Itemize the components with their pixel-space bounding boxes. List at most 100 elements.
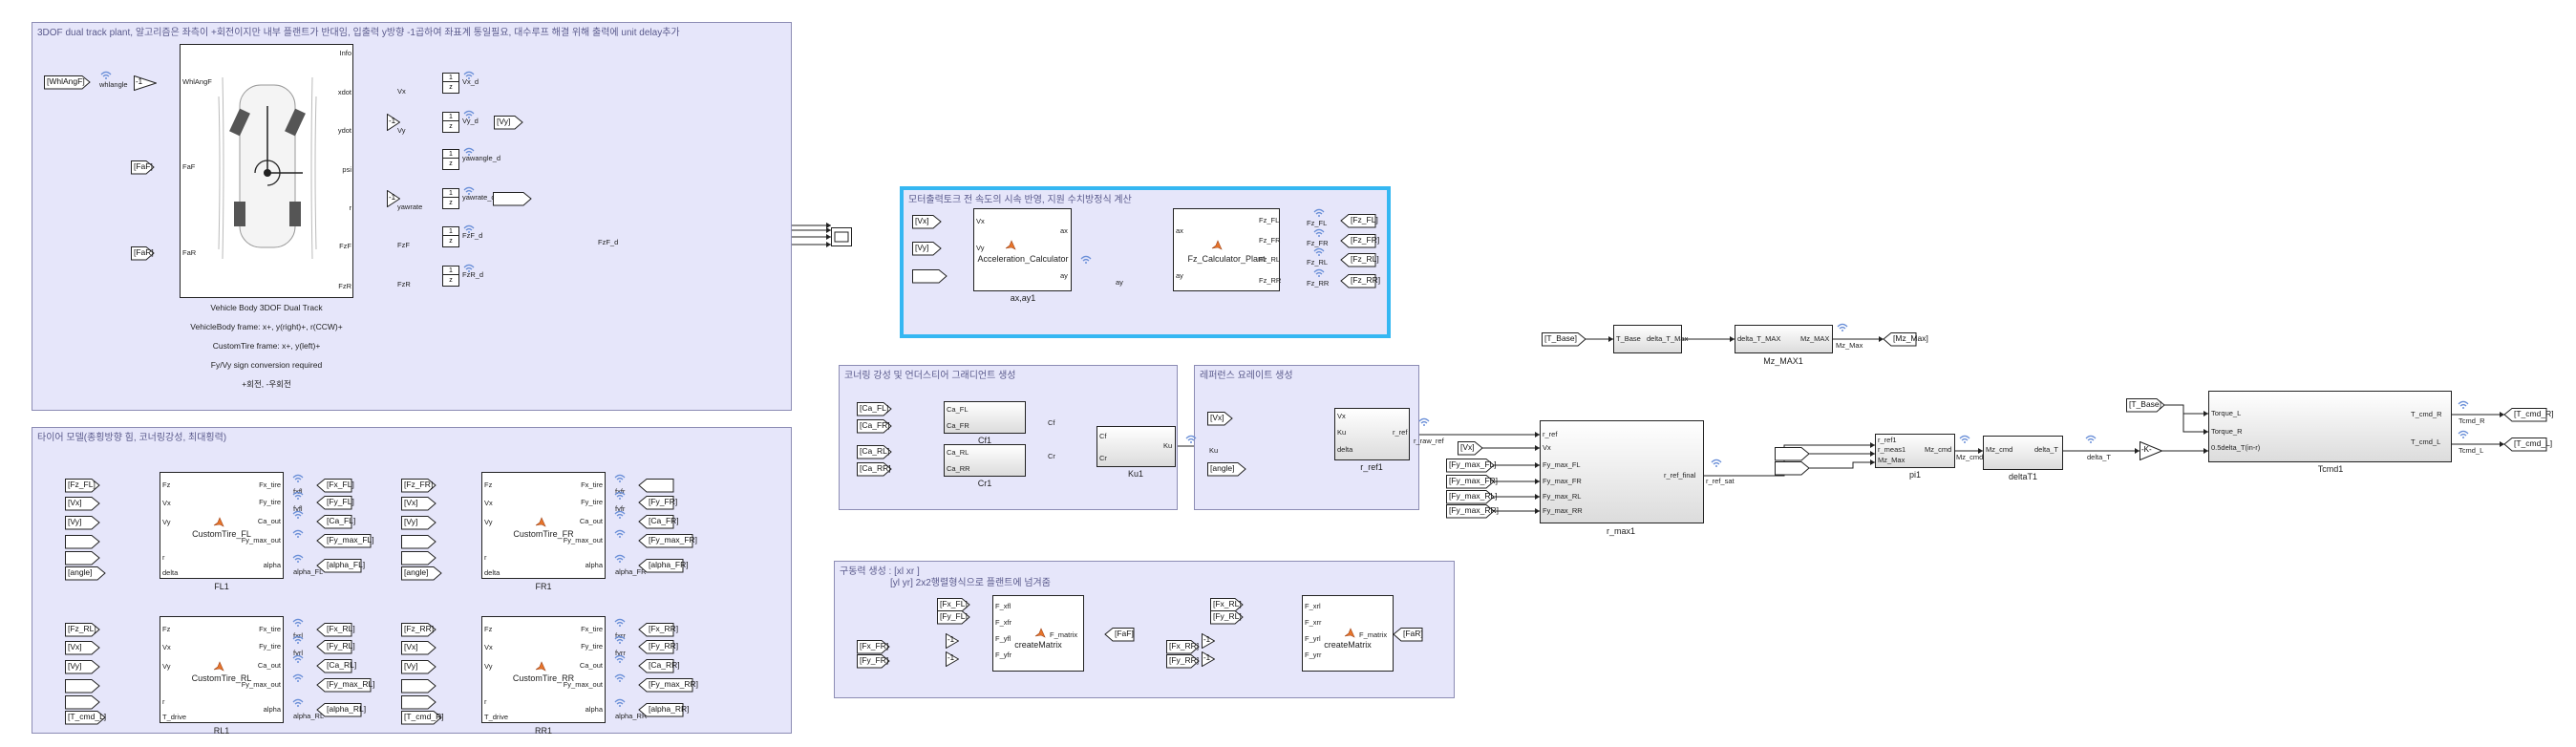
tire-3-in-tag-1[interactable]: [Vx] <box>401 641 436 655</box>
tire-2-out-tag-3[interactable]: [Fy_max_RL] <box>316 678 375 693</box>
from-fymax-3[interactable]: [Fy_max_RR] <box>1446 504 1499 519</box>
matrix-0-in-tag-3[interactable]: [Fy_FR] <box>857 654 890 669</box>
from-empty-accel[interactable] <box>912 269 947 284</box>
scope-block[interactable] <box>831 227 852 246</box>
tire-0-out-tag-0[interactable]: [Fx_FL] <box>316 479 354 493</box>
matrix-1-in-tag-3[interactable]: [Fy_RR] <box>1166 654 1200 669</box>
from-fymax-2[interactable]: [Fy_max_RL] <box>1446 490 1498 504</box>
acceleration-calculator-block[interactable] <box>973 208 1072 291</box>
from-angle-ref[interactable]: [angle] <box>1207 462 1246 477</box>
tire-1-out-tag-2[interactable]: [Ca_FR] <box>638 515 679 529</box>
tire-1-out-tag-3[interactable]: [Fy_max_FR] <box>638 534 697 548</box>
matrix-0-out-tag[interactable]: [FaF] <box>1104 628 1135 642</box>
tire-3-out-tag-4[interactable]: [alpha_RR] <box>638 703 690 717</box>
matrix-0-gain-1[interactable]: -1 <box>946 632 960 650</box>
gain-neg-yaw[interactable]: -1 <box>387 189 401 208</box>
tire-0-out-tag-1[interactable]: [Fy_FL] <box>316 496 354 510</box>
tire-1-out-tag-1[interactable]: [Fy_FR] <box>638 496 677 510</box>
from-vx-accel[interactable]: [Vx] <box>912 215 942 229</box>
goto-vy[interactable]: [Vy] <box>494 116 523 130</box>
tire-0-out-tag-4[interactable]: [alpha_FL] <box>316 559 365 573</box>
tire-1-in-tag-3[interactable] <box>401 534 436 549</box>
tcmd-block[interactable] <box>2208 391 2452 462</box>
goto-whlangf[interactable]: [WhlAngF] <box>44 75 91 90</box>
gain-neg-vy[interactable]: -1 <box>387 113 401 132</box>
cr-block[interactable] <box>944 444 1026 477</box>
goto-fz-1[interactable]: [Fz_FR] <box>1340 234 1379 248</box>
vehicle-body-block[interactable] <box>180 44 353 298</box>
matrix-1-out-tag[interactable]: [FaR] <box>1393 628 1423 642</box>
goto-tcmd-1[interactable]: [T_cmd_L] <box>2503 438 2552 452</box>
matrix-1-gain-2[interactable]: -1 <box>1202 651 1216 668</box>
tire-1-out-tag-0[interactable] <box>638 479 674 493</box>
tire-1-in-tag-0[interactable]: [Fz_FR] <box>401 478 436 493</box>
from-tbase[interactable]: [T_Base] <box>1542 332 1586 347</box>
goto-fz-3[interactable]: [Fz_RR] <box>1340 274 1380 288</box>
from-faf[interactable]: [FaF] <box>131 160 155 175</box>
mz-max-block[interactable] <box>1735 325 1833 353</box>
ku-block[interactable] <box>1096 426 1176 467</box>
tire-3-in-tag-4[interactable] <box>401 695 436 710</box>
tire-1-out-tag-4[interactable]: [alpha_FR] <box>638 559 689 573</box>
tire-0-out-tag-3[interactable]: [Fy_max_FL] <box>316 534 374 548</box>
tire-2-in-tag-1[interactable]: [Vx] <box>65 641 100 655</box>
from-rmeas[interactable] <box>1775 447 1810 461</box>
area-plant[interactable]: 3DOF dual track plant, 알고리즘은 좌측이 +회전이지만 … <box>32 22 792 411</box>
tire-0-in-tag-1[interactable]: [Vx] <box>65 497 100 511</box>
matrix-0-in-tag-1[interactable]: [Fy_FL] <box>937 610 970 625</box>
matrix-1-gain-1[interactable]: -1 <box>1202 632 1216 650</box>
tire-2-out-tag-1[interactable]: [Fy_RL] <box>316 640 355 654</box>
matrix-1-in-tag-1[interactable]: [Fy_RL] <box>1210 610 1244 625</box>
tire-2-out-tag-0[interactable]: [Fx_RL] <box>316 623 355 637</box>
tire-3-out-tag-3[interactable]: [Fy_max_RR] <box>638 678 698 693</box>
delta-t-max-block[interactable] <box>1613 325 1682 353</box>
from-mzmax-pi[interactable] <box>1775 461 1810 476</box>
goto-mzmax[interactable]: [Mz_Max] <box>1883 332 1928 347</box>
tire-3-out-tag-2[interactable]: [Ca_RR] <box>638 659 680 673</box>
gain-minus-one[interactable]: -1 <box>134 75 159 92</box>
matrix-1-in-tag-2[interactable]: [Fx_RR] <box>1166 640 1200 654</box>
tire-2-in-tag-2[interactable]: [Vy] <box>65 659 100 674</box>
create-matrix-block-0[interactable] <box>992 595 1084 672</box>
tire-2-in-tag-3[interactable] <box>65 678 100 694</box>
goto-tcmd-0[interactable]: [T_cmd_R] <box>2503 408 2554 422</box>
from-fymax-0[interactable]: [Fy_max_FL] <box>1446 459 1497 473</box>
from-vy-accel[interactable]: [Vy] <box>912 242 942 256</box>
tire-2-out-tag-2[interactable]: [Ca_RL] <box>316 659 356 673</box>
matrix-0-in-tag-0[interactable]: [Fx_FL] <box>937 598 970 612</box>
tire-0-in-tag-4[interactable] <box>65 551 100 566</box>
matrix-0-gain-2[interactable]: -1 <box>946 651 960 668</box>
tire-0-in-tag-3[interactable] <box>65 534 100 549</box>
tire-2-in-tag-5[interactable]: [T_cmd_L] <box>65 710 106 725</box>
goto-fz-0[interactable]: [Fz_FL] <box>1340 214 1378 228</box>
tire-1-in-tag-1[interactable]: [Vx] <box>401 497 436 511</box>
tire-2-out-tag-4[interactable]: [alpha_RL] <box>316 703 366 717</box>
pi-block[interactable] <box>1875 434 1955 468</box>
tire-1-in-tag-2[interactable]: [Vy] <box>401 515 436 530</box>
goto-yawangle[interactable] <box>493 192 532 206</box>
tire-0-in-tag-0[interactable]: [Fz_FL] <box>65 478 100 493</box>
tire-3-out-tag-1[interactable]: [Fy_RR] <box>638 640 678 654</box>
from-ca-1[interactable]: [Ca_FR] <box>857 419 892 434</box>
from-vx-ref[interactable]: [Vx] <box>1207 412 1233 426</box>
r-ref-block[interactable] <box>1334 408 1410 460</box>
create-matrix-block-1[interactable] <box>1302 595 1394 672</box>
tire-2-in-tag-4[interactable] <box>65 695 100 710</box>
from-tbase-torque[interactable]: [T_Base] <box>2126 398 2165 413</box>
tire-3-in-tag-5[interactable]: [T_cmd_R] <box>401 710 444 725</box>
tire-0-out-tag-2[interactable]: [Ca_FL] <box>316 515 355 529</box>
from-ca-2[interactable]: [Ca_RL] <box>857 445 892 459</box>
from-ca-3[interactable]: [Ca_RR] <box>857 462 892 477</box>
tire-3-in-tag-2[interactable]: [Vy] <box>401 659 436 674</box>
fz-calculator-block[interactable] <box>1173 208 1280 291</box>
tire-3-in-tag-3[interactable] <box>401 678 436 694</box>
tire-3-out-tag-0[interactable]: [Fx_RR] <box>638 623 678 637</box>
cf-block[interactable] <box>944 401 1026 434</box>
tire-0-in-tag-2[interactable]: [Vy] <box>65 515 100 530</box>
